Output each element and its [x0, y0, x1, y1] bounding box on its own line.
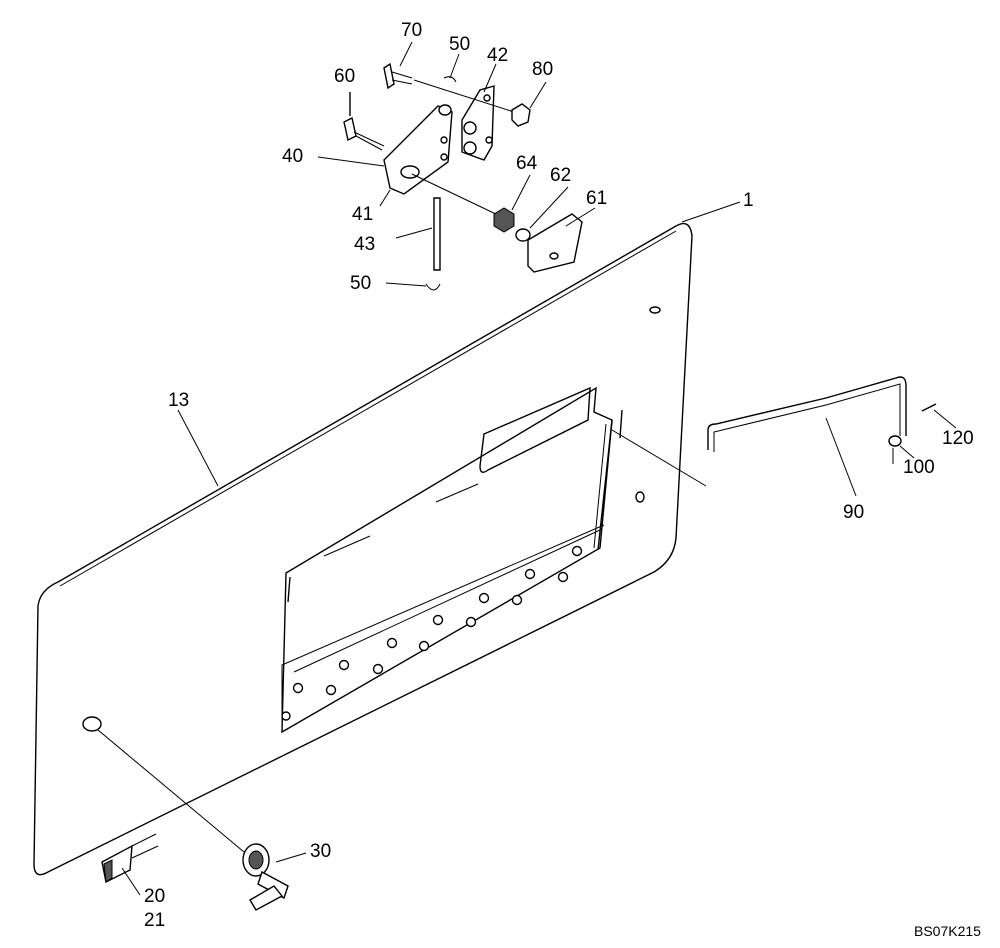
callout-40: 40 [282, 146, 303, 167]
window-opening [281, 386, 623, 734]
callout-41: 41 [352, 204, 373, 225]
callout-100: 100 [903, 457, 935, 478]
door-panel [33, 222, 693, 876]
callout-42: 42 [487, 45, 508, 66]
callout-120: 120 [942, 428, 974, 449]
leader-lines [121, 41, 957, 896]
callout-30: 30 [310, 841, 331, 862]
seal-strip [101, 833, 159, 884]
pin-120 [921, 403, 937, 412]
callout-64: 64 [516, 153, 538, 174]
callout-50-bottom: 50 [350, 273, 371, 294]
drawing-code: BS07K215 [914, 923, 981, 939]
callout-43: 43 [354, 234, 375, 255]
callout-labels: 1 13 20 21 30 40 41 42 43 50 50 60 61 62… [144, 20, 974, 931]
callout-62: 62 [550, 165, 571, 186]
washer-100 [888, 435, 902, 447]
callout-50-top: 50 [449, 34, 470, 55]
bolt-holes [281, 545, 583, 721]
callout-1: 1 [743, 190, 754, 211]
latch-assembly [97, 729, 289, 911]
callout-21: 21 [144, 910, 165, 931]
callout-80: 80 [532, 59, 553, 80]
callout-61: 61 [586, 188, 607, 209]
door-rod [611, 376, 937, 487]
hinge-assembly [343, 62, 583, 291]
callout-60: 60 [334, 66, 355, 87]
callout-90: 90 [843, 502, 864, 523]
callout-13: 13 [168, 390, 189, 411]
callout-70: 70 [401, 20, 422, 41]
callout-20: 20 [144, 886, 165, 907]
